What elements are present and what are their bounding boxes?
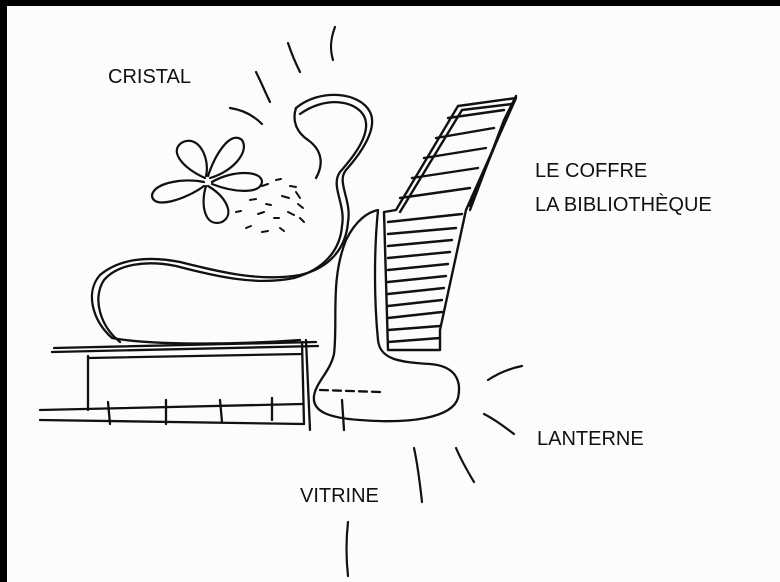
flower-petal-bottom (204, 186, 229, 223)
label-la-bibliotheque: LA BIBLIOTHÈQUE (535, 192, 712, 218)
vitrine-volume (40, 340, 380, 430)
label-le-coffre: LE COFFRE (535, 158, 647, 184)
radiating-lines-lanterne (414, 366, 522, 502)
label-cristal: CRISTAL (108, 64, 191, 90)
label-lanterne: LANTERNE (537, 426, 644, 452)
bibliotheque-volume (384, 96, 516, 350)
sparkle-marks (236, 179, 304, 232)
flower-petal-upper-right (208, 138, 244, 178)
flower-icon (152, 138, 262, 223)
flower-petal-left (152, 181, 204, 203)
flower-petal-top (177, 141, 207, 178)
label-vitrine: VITRINE (300, 483, 379, 509)
radiating-lines-top (230, 27, 335, 124)
vitrine-leader-line (347, 522, 349, 576)
cristal-volume (92, 95, 372, 344)
